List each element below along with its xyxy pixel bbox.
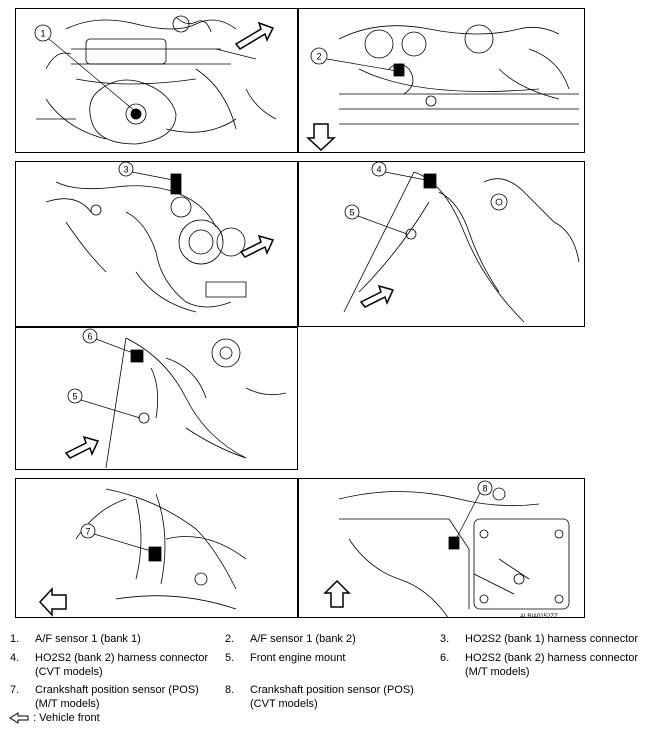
vehicle-front-arrow-icon [239, 234, 275, 258]
callout-6-label: 6 [87, 332, 92, 342]
vehicle-front-arrow-icon [323, 579, 351, 608]
callout-3-circle [118, 162, 134, 177]
callout-5-label: 5 [349, 208, 354, 218]
figure-reference-code: ALBIA0152ZZ [520, 614, 558, 620]
vehicle-front-legend: : Vehicle front [8, 712, 100, 724]
diagram-panel-2: 2 [298, 8, 585, 153]
crankshaft-sensor-mt-illustration: 7 [38, 488, 247, 617]
vehicle-front-arrow-icon [9, 712, 29, 724]
callout-1-label: 1 [40, 29, 45, 39]
diagram-panel-1: 1 [15, 8, 298, 153]
vehicle-front-arrow-icon [38, 587, 67, 617]
callout-2-label: 2 [316, 52, 321, 62]
callout-8-circle [477, 480, 493, 496]
vehicle-front-label: : Vehicle front [33, 712, 100, 724]
diagram-panel-5: 6 5 [15, 327, 298, 470]
callout-8-label: 8 [482, 484, 487, 494]
callout-4-circle [371, 162, 387, 177]
callout-2-circle [310, 47, 328, 65]
callout-5-circle [344, 204, 360, 220]
engine-mount-cvt-illustration: 4 5 [343, 162, 580, 323]
callout-5b-label: 5 [72, 392, 77, 402]
vehicle-front-arrow-icon [359, 284, 395, 308]
callout-3-label: 3 [123, 165, 128, 175]
callout-4-label: 4 [376, 165, 381, 175]
diagram-panel-3: 3 [15, 161, 298, 327]
engine-front-pulley-illustration: 3 [45, 162, 275, 313]
callout-6-circle [82, 328, 98, 344]
engine-top-illustration: 1 [34, 15, 277, 145]
crankshaft-sensor-cvt-illustration: 8 [323, 480, 570, 617]
callout-5b-circle [67, 388, 83, 404]
callout-1-circle [34, 24, 52, 42]
vehicle-front-arrow-icon [64, 435, 100, 459]
vehicle-front-arrow-icon [306, 123, 336, 152]
diagram-panel-7: 8 [298, 478, 585, 618]
callout-7-circle [80, 523, 96, 539]
callout-7-label: 7 [85, 527, 90, 537]
vehicle-front-arrow-icon [234, 21, 275, 50]
engine-bank2-illustration: 2 [306, 24, 579, 152]
diagram-panel-6: 7 [15, 478, 298, 618]
diagram-panel-4: 4 5 [298, 161, 585, 327]
engine-mount-mt-illustration: 6 5 [64, 328, 287, 469]
